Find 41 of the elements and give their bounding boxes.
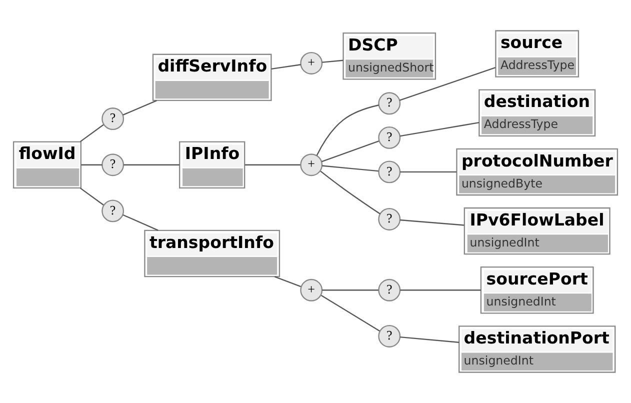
node-circle: ? [102,108,124,130]
connector [274,276,302,288]
node-circle: ? [378,208,401,230]
connector [80,188,104,206]
node-box: DSCP unsignedShort [342,32,436,80]
connector [322,290,378,291]
connector [400,290,481,291]
connector [400,122,480,137]
node-circle: ? [378,92,401,115]
node-box: IPv6FlowLabel unsignedInt [464,207,610,255]
node-box: protocolNumber unsignedByte [456,148,618,196]
node-circle: ? [378,278,401,302]
node-box: sourcePort unsignedInt [480,266,594,314]
connector [322,140,380,162]
connector [322,60,344,63]
connector [80,124,104,142]
connector [400,219,464,226]
connector [399,67,496,101]
connector [122,214,158,231]
connector [81,164,102,166]
connector [245,164,300,166]
node-circle: ? [378,160,401,184]
connector [400,171,457,173]
connector [320,170,380,214]
connector [320,294,380,332]
node-circle: + [300,154,323,176]
connector [124,164,180,166]
node-circle: ? [378,126,401,149]
connector [400,336,460,343]
node-circle: + [300,52,323,74]
node-circle: + [300,278,323,302]
connector [271,64,301,70]
connector [122,100,157,116]
node-box: destinationPort unsignedInt [458,326,616,373]
node-box: transportInfo [144,230,280,278]
connector [316,104,379,156]
node-circle: ? [378,325,401,348]
node-circle: ? [102,154,124,176]
connector [322,165,378,172]
node-box: diffServInfo [152,54,272,102]
node-circle: ? [102,200,124,222]
